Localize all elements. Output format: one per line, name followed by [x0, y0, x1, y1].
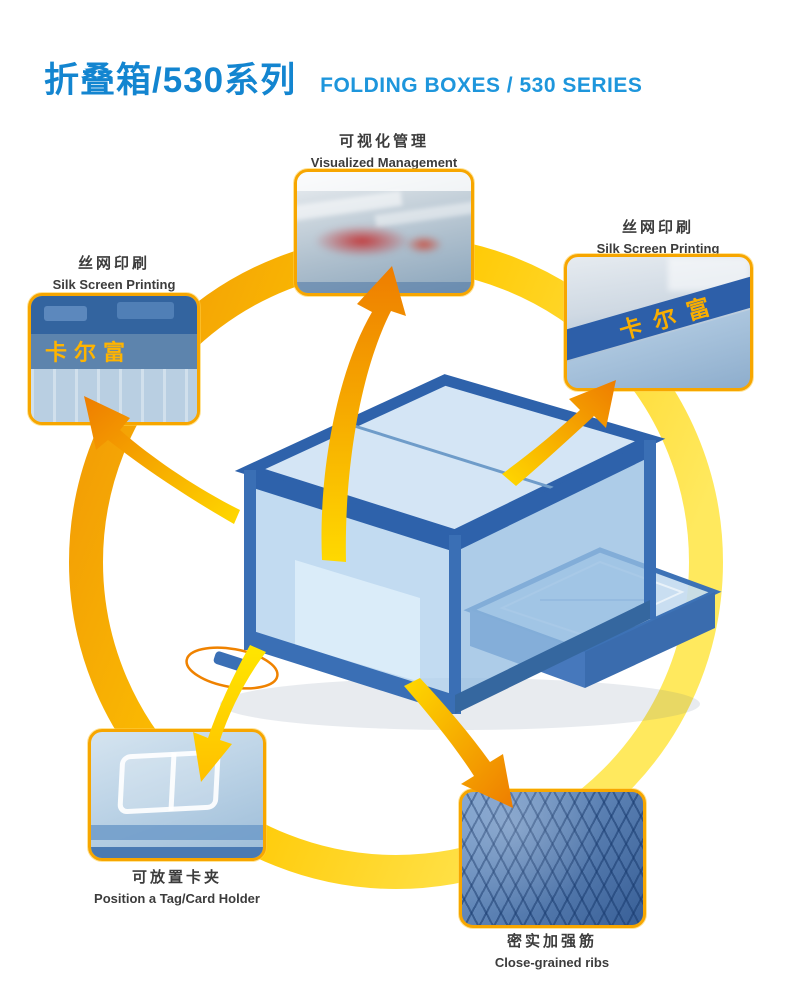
lid-edge-highlight	[297, 172, 471, 192]
label-visualized-management: 可视化管理 Visualized Management	[294, 130, 474, 170]
label-en: Visualized Management	[310, 155, 458, 170]
label-cn: 可视化管理	[338, 133, 429, 150]
label-en: Silk Screen Printing	[52, 277, 176, 292]
box-edge-strip	[91, 825, 263, 841]
label-tag-holder: 可放置卡夹 Position a Tag/Card Holder	[58, 866, 296, 906]
printed-band: 卡尔富	[31, 333, 197, 370]
label-silk-screen-right: 丝网印刷 Silk Screen Printing	[558, 216, 758, 256]
box-edge-strip	[297, 282, 471, 293]
label-close-grained-ribs: 密实加强筋 Close-grained ribs	[448, 930, 656, 970]
photo-silk-screen-left: 卡尔富	[28, 293, 200, 425]
highlight-sheen	[462, 792, 643, 925]
box-base-strip	[91, 846, 263, 858]
label-en: Close-grained ribs	[494, 955, 610, 970]
visible-contents-red	[314, 225, 411, 257]
box-front-window	[295, 560, 420, 682]
brand-print-text: 卡尔富	[45, 340, 133, 366]
box-right-face	[455, 440, 650, 712]
page-title-english: FOLDING BOXES / 530 SERIES	[320, 74, 643, 97]
photo-silk-screen-right: 卡尔富	[564, 254, 753, 391]
visible-contents-red	[404, 234, 444, 255]
box-wall	[31, 369, 197, 422]
label-en: Position a Tag/Card Holder	[94, 891, 260, 906]
photo-visualized-management	[294, 169, 474, 296]
label-silk-screen-left: 丝网印刷 Silk Screen Printing	[20, 252, 208, 292]
page-title-chinese: 折叠箱/530系列	[44, 61, 297, 100]
rim-slot	[44, 306, 88, 322]
product-folding-boxes	[213, 374, 722, 730]
label-cn: 密实加强筋	[506, 933, 597, 950]
label-cn: 丝网印刷	[621, 219, 694, 236]
rim-slot	[117, 302, 174, 319]
photo-tag-holder	[88, 729, 266, 861]
page-header: 折叠箱/530系列 FOLDING BOXES / 530 SERIES	[44, 52, 642, 103]
label-en: Silk Screen Printing	[596, 241, 720, 256]
card-holder-latch	[213, 651, 247, 672]
label-cn: 可放置卡夹	[131, 869, 222, 886]
label-cn: 丝网印刷	[77, 255, 150, 272]
photo-close-grained-ribs	[459, 789, 646, 928]
